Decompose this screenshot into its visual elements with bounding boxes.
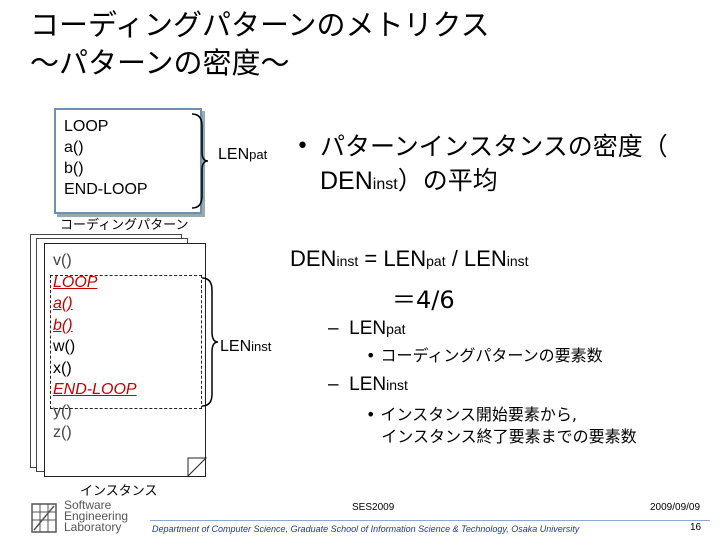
bullet-text-line2: DENinst）の平均 (320, 166, 498, 200)
sub-item-sub: inst (386, 377, 408, 393)
desc-text: インスタンス終了要素までの要素数 (381, 427, 637, 446)
sub-item-main: LEN (349, 374, 387, 395)
bullet-dot-icon: • (296, 134, 309, 159)
len-inst-sub: inst (251, 339, 272, 354)
len-pat-label: LENpat (218, 146, 267, 164)
sel-logo-icon (31, 503, 57, 533)
formula-inst-sub: inst (506, 253, 529, 269)
desc-text: インスタンス開始要素から, (380, 405, 577, 424)
bullet-dot-icon: • (366, 405, 376, 424)
footer-department: Department of Computer Science, Graduate… (152, 524, 580, 534)
pattern-line: LOOP (64, 118, 109, 135)
pattern-line: END-LOOP (64, 181, 148, 198)
sub-item-len-pat-desc: • コーディングパターンの要素数 (366, 345, 603, 367)
footer-rule (150, 520, 710, 521)
instance-line: z() (53, 424, 72, 441)
page-number: 16 (690, 522, 702, 533)
page-fold-icon (187, 457, 208, 478)
instance-line: x() (53, 359, 72, 377)
pattern-line: b() (64, 160, 84, 177)
bullet-den: DEN (320, 167, 373, 195)
logo-line: Software (64, 498, 112, 512)
footer-date: 2009/09/09 (650, 502, 701, 513)
instance-page-front: v() LOOP a() b() w() x() END-LOOP y() z(… (44, 243, 206, 477)
bullet-tail: ）の平均 (397, 166, 498, 195)
formula-slash: / LEN (445, 246, 507, 271)
instance-line: w() (53, 338, 76, 355)
instance-line-highlight: a() (53, 295, 73, 312)
coding-pattern-box: LOOP a() b() END-LOOP (54, 108, 202, 214)
instance-line-highlight: b() (53, 316, 73, 334)
instance-brace-icon (201, 277, 219, 407)
sub-item-len-inst-desc: • インスタンス開始要素から, インスタンス終了要素までの要素数 (366, 404, 637, 448)
sub-item-len-inst: – LENinst (328, 374, 408, 396)
sub-item-sub: pat (386, 321, 406, 337)
footer-conference: SES2009 (352, 502, 395, 513)
len-inst-main: LEN (220, 338, 252, 355)
dash-icon: – (328, 318, 339, 339)
bullet-text-line1: パターンインスタンスの密度（ (320, 132, 668, 161)
instance-line: y() (53, 402, 72, 420)
logo-line: Engineering (64, 509, 129, 523)
desc-text: コーディングパターンの要素数 (380, 346, 603, 365)
len-pat-sub: pat (249, 147, 268, 162)
instance-line-highlight: END-LOOP (53, 381, 137, 398)
instance-caption: インスタンス (80, 484, 158, 499)
formula-den: DEN (290, 246, 337, 271)
bullet-dot-icon: • (366, 346, 376, 365)
slide-title-line1: コーディングパターンのメトリクス (30, 8, 490, 42)
sub-item-len-pat: – LENpat (328, 318, 406, 340)
dash-icon: – (328, 374, 339, 395)
len-inst-label: LENinst (220, 338, 271, 356)
formula-pat-sub: pat (426, 253, 446, 269)
len-pat-main: LEN (218, 146, 250, 163)
sub-item-main: LEN (349, 318, 387, 339)
instance-selection-frame (50, 275, 202, 409)
formula-result: ＝4/6 (392, 286, 455, 314)
bullet-den-sub: inst (372, 176, 398, 193)
pattern-line: a() (64, 139, 84, 156)
logo-line: Laboratory (64, 520, 122, 534)
density-formula: DENinst = LENpat / LENinst (290, 246, 529, 272)
formula-eq: = LEN (358, 246, 427, 271)
instance-line-highlight: LOOP (53, 273, 98, 291)
formula-den-sub: inst (336, 253, 359, 269)
slide-title-line2: ～パターンの密度～ (30, 46, 290, 80)
coding-pattern-caption: コーディングパターン (60, 218, 189, 233)
instance-line: v() (53, 252, 72, 269)
pattern-brace-icon (191, 113, 209, 209)
logo-text: Software Engineering Laboratory (64, 498, 129, 534)
